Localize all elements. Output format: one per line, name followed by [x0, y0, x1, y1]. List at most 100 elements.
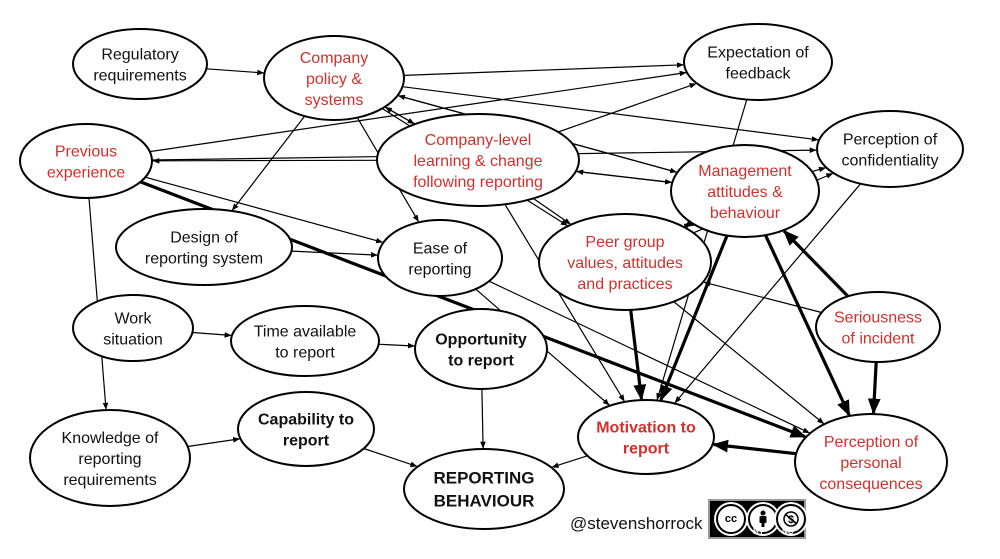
edge-peer-to-consequences [673, 301, 825, 424]
node-expectation: Expectation of feedback [683, 23, 833, 101]
node-peer-label-line: Peer group [585, 234, 664, 251]
node-learning-label-line: following reporting [413, 174, 543, 191]
node-policy-label-line: systems [305, 92, 364, 109]
node-seriousness: Seriousness of incident [815, 291, 941, 363]
svg-text:$: $ [788, 514, 794, 526]
node-opportunity-label-line: Opportunity [435, 332, 527, 349]
cc-icon: cc [716, 504, 746, 534]
node-learning: Company-level learning & change following … [376, 113, 580, 207]
node-motivation-ellipse [577, 399, 715, 475]
node-capability-label-line: report [283, 433, 330, 450]
node-policy-label-line: policy & [306, 71, 362, 88]
edge-previous-to-ease [145, 176, 384, 244]
node-knowledge-label-line: reporting [78, 451, 141, 468]
node-ease-ellipse [377, 219, 503, 297]
noncommercial-icon: $ [776, 504, 806, 534]
node-expectation-label-line: feedback [726, 66, 792, 83]
node-time-ellipse [230, 305, 380, 377]
node-ease-label-line: Ease of [413, 241, 468, 258]
edge-policy-to-design [231, 115, 306, 211]
node-regulatory-ellipse [72, 28, 208, 100]
node-policy-label-line: Company [300, 50, 368, 67]
edge-ease-to-consequences [488, 280, 810, 434]
node-ease-label-line: reporting [408, 262, 471, 279]
edge-opportunity-to-behaviour [480, 388, 486, 449]
edge-management-to-consequences [764, 234, 851, 417]
edge-learning-to-expectation [557, 83, 697, 133]
node-seriousness-ellipse [815, 291, 941, 363]
node-motivation-label-line: Motivation to [596, 420, 696, 437]
node-learning-label-line: learning & change [414, 153, 543, 170]
cc-license-badge: cc $ BY NC [708, 499, 806, 539]
node-ease: Ease of reporting [377, 219, 503, 297]
node-opportunity-label-line: to report [448, 353, 514, 370]
node-capability-label-line: Capability to [258, 412, 354, 429]
edge-regulatory-to-policy [206, 68, 265, 76]
node-work: Work situation [72, 294, 194, 362]
edge-seriousness-to-peer [703, 281, 822, 314]
node-layer: Regulatory requirements Company policy & sys… [19, 23, 964, 530]
node-time-label-line: Time available [254, 324, 357, 341]
edge-peer-to-motivation [629, 309, 647, 401]
node-policy-ellipse [263, 35, 405, 121]
node-confidentiality-label-line: confidentiality [842, 153, 939, 170]
edge-motivation-to-behaviour [551, 455, 588, 468]
node-peer-ellipse [538, 213, 712, 311]
node-confidentiality-label-line: Perception of [843, 132, 938, 149]
node-seriousness-label-line: Seriousness [834, 310, 922, 327]
node-learning-label-line: Company-level [425, 132, 532, 149]
node-previous-ellipse [19, 123, 153, 199]
node-design-label-line: Design of [170, 230, 238, 247]
node-design-label-line: reporting system [145, 251, 263, 268]
node-behaviour-label-line: BEHAVIOUR [434, 492, 535, 511]
edge-time-to-opportunity [378, 342, 415, 349]
node-consequences-label-line: personal [840, 455, 901, 472]
edge-learning-to-peer [533, 198, 571, 225]
edge-management-to-confidentiality [811, 166, 826, 173]
node-regulatory: Regulatory requirements [72, 28, 208, 100]
node-opportunity-ellipse [414, 308, 548, 390]
edge-work-to-time [192, 331, 232, 338]
node-expectation-label-line: Expectation of [707, 45, 809, 62]
edge-design-to-ease [291, 250, 378, 258]
node-regulatory-label-line: Regulatory [101, 47, 178, 64]
node-management-label-line: Management [698, 163, 792, 180]
node-confidentiality-ellipse [816, 110, 964, 188]
edge-confidentiality-to-motivation [674, 183, 861, 404]
nc-label: NC [782, 527, 794, 536]
node-motivation: Motivation to report [577, 399, 715, 475]
node-policy: Company policy & systems [263, 35, 405, 121]
node-capability-ellipse [237, 391, 375, 467]
node-previous-label-line: experience [47, 165, 125, 182]
node-seriousness-label-line: of incident [842, 331, 915, 348]
edge-management-to-learning [576, 169, 673, 184]
edge-policy-to-expectation [403, 62, 684, 76]
node-time-label-line: to report [275, 345, 335, 362]
edge-learning-to-previous [152, 157, 378, 164]
node-knowledge-ellipse [29, 409, 191, 507]
edge-previous-to-expectation [149, 70, 687, 153]
node-time: Time available to report [230, 305, 380, 377]
edge-knowledge-to-capability [187, 437, 241, 448]
author-handle: @stevenshorrock [570, 514, 703, 533]
node-knowledge-label-line: requirements [63, 472, 156, 489]
node-work-label-line: situation [103, 332, 163, 349]
node-consequences-ellipse [794, 413, 948, 511]
node-work-label-line: Work [114, 311, 152, 328]
node-regulatory-label-line: requirements [93, 68, 186, 85]
node-motivation-label-line: report [623, 441, 670, 458]
node-design: Design of reporting system [115, 208, 293, 286]
node-confidentiality: Perception of confidentiality [816, 110, 964, 188]
edge-seriousness-to-management [782, 229, 850, 298]
node-peer-label-line: and practices [577, 276, 672, 293]
edge-peer-to-management [683, 222, 692, 229]
edge-consequences-to-motivation [712, 439, 797, 456]
edge-learning-to-motivation [504, 203, 625, 402]
